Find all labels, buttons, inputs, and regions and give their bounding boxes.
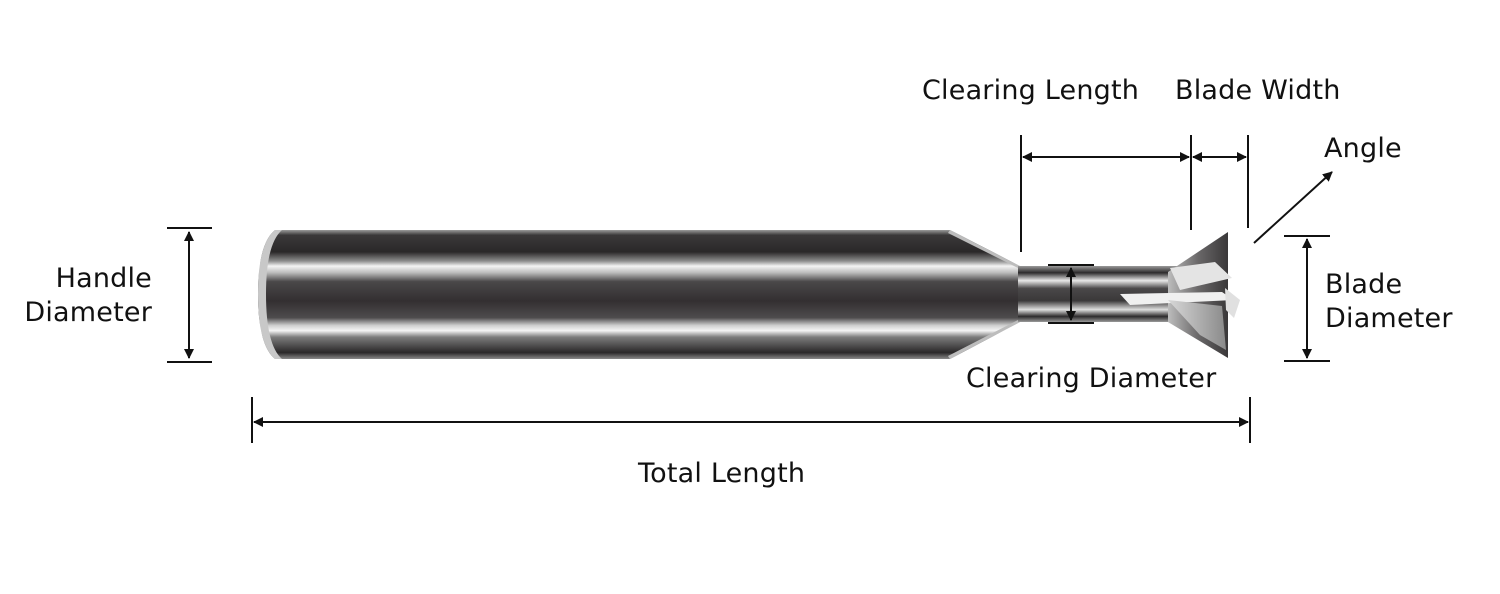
- blade-diameter-label: Blade Diameter: [1325, 268, 1453, 336]
- blade-width-label: Blade Width: [1175, 75, 1341, 106]
- taper: [950, 230, 1020, 359]
- cutter-tool: [258, 230, 1240, 359]
- total-length-label: Total Length: [638, 458, 806, 489]
- handle-diameter-label-line1: Handle: [55, 263, 152, 294]
- blade-diameter-label-line1: Blade: [1325, 269, 1403, 300]
- shank: [258, 230, 950, 359]
- handle-diameter-label-line2: Diameter: [24, 297, 152, 328]
- clearing-length-label: Clearing Length: [922, 75, 1140, 106]
- clearing-diameter-label: Clearing Diameter: [966, 363, 1217, 394]
- handle-diameter-label: Handle Diameter: [10, 262, 152, 330]
- blade-diameter-label-line2: Diameter: [1325, 303, 1453, 334]
- dimension-lines: [167, 135, 1333, 443]
- angle-label: Angle: [1324, 133, 1402, 164]
- shank-chamfer: [258, 230, 282, 359]
